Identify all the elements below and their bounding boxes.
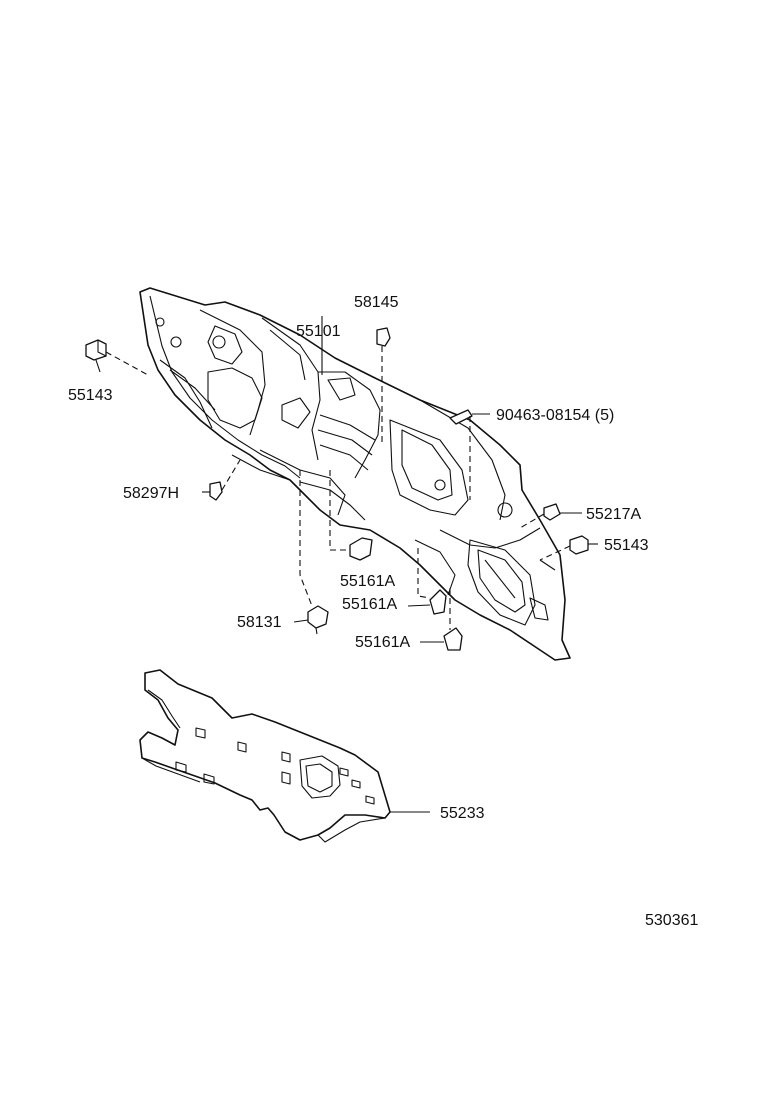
- diagram-code: 530361: [645, 912, 698, 929]
- clip-55217a: [543, 503, 561, 521]
- leader-lines: [95, 316, 598, 813]
- clip-58297h: [209, 481, 223, 501]
- screw-90463: [449, 409, 473, 425]
- clip-55143-right: [569, 535, 589, 555]
- label-58131: 58131: [237, 614, 282, 631]
- dash-panel: [139, 287, 571, 661]
- label-90463: 90463-08154 (5): [496, 407, 614, 424]
- label-55143-left: 55143: [68, 387, 113, 404]
- label-55161a-upper: 55161A: [340, 573, 395, 590]
- clip-55143-left: [85, 339, 107, 361]
- label-55101: 55101: [296, 323, 341, 340]
- clip-55161a-middle: [429, 589, 447, 615]
- label-55161a-middle: 55161A: [342, 596, 397, 613]
- silencer-pad: [139, 669, 391, 843]
- clip-55161a-upper: [349, 537, 373, 561]
- label-55217a: 55217A: [586, 506, 641, 523]
- clip-55161a-lower: [443, 627, 463, 651]
- clip-58145: [376, 327, 391, 347]
- label-55233: 55233: [440, 805, 485, 822]
- label-55161a-lower: 55161A: [355, 634, 410, 651]
- label-55143-right: 55143: [604, 537, 649, 554]
- label-58145: 58145: [354, 294, 399, 311]
- clip-58131: [307, 605, 329, 635]
- label-58297h: 58297H: [123, 485, 179, 502]
